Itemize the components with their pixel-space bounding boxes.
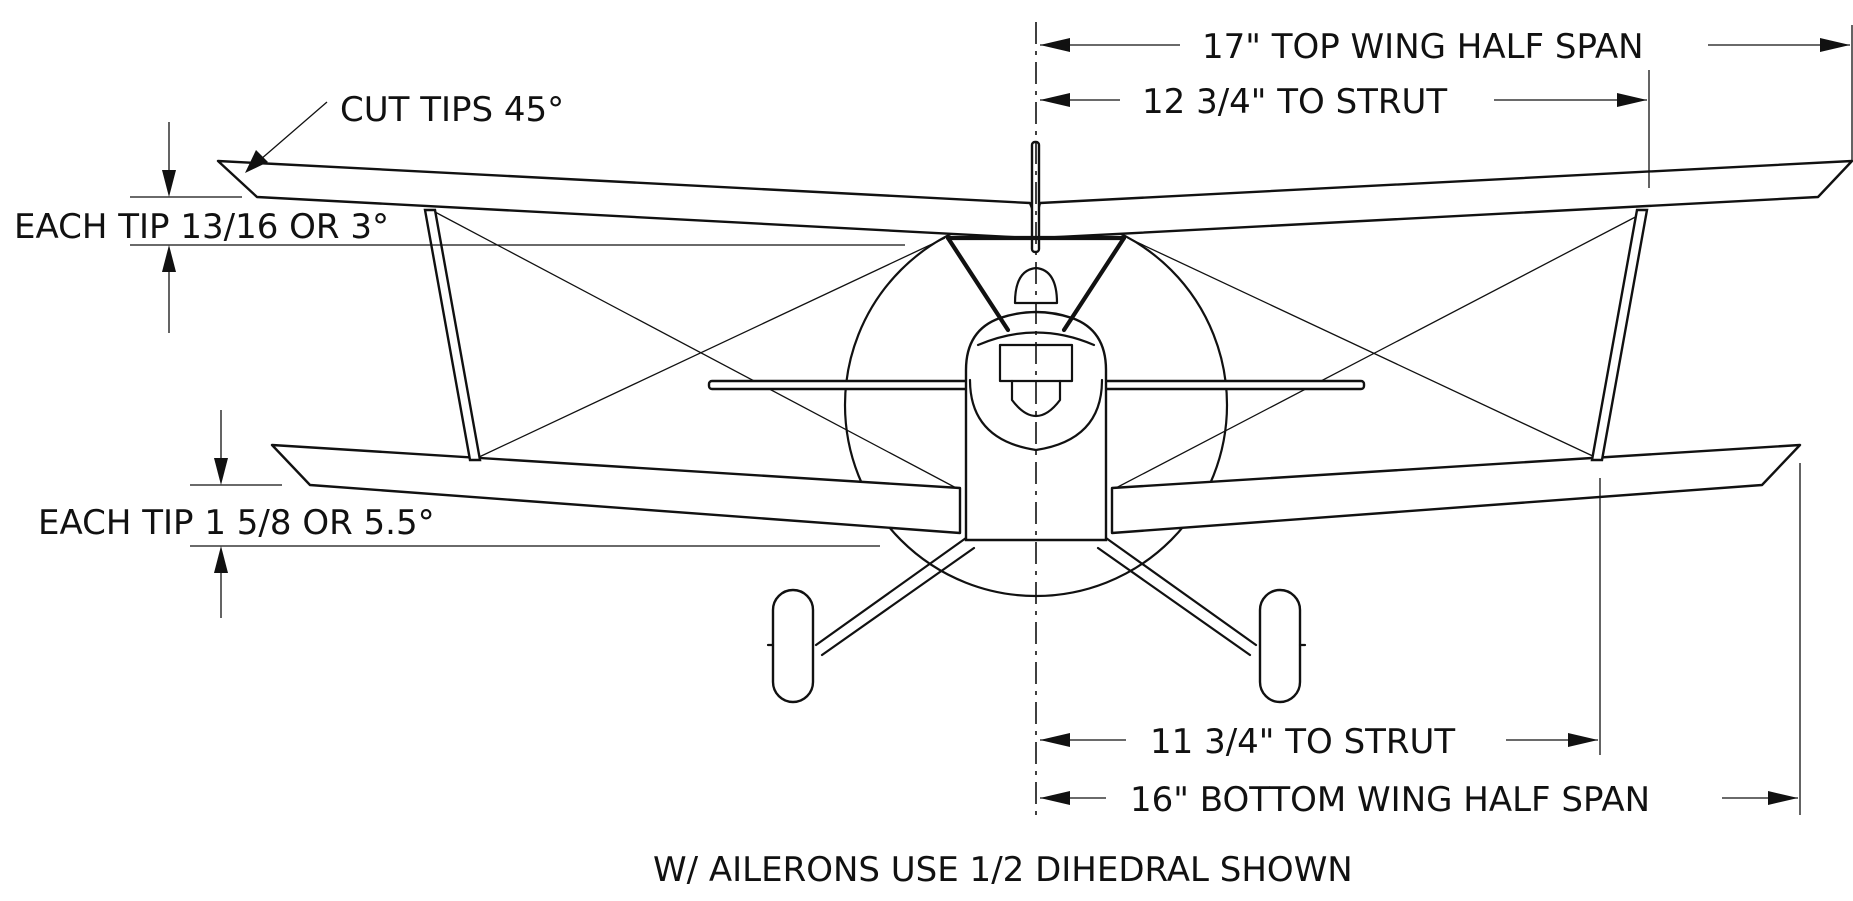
bottom-strut-label: 11 3/4" TO STRUT (1150, 722, 1455, 762)
bottom-dihedral-dimension: EACH TIP 1 5/8 OR 5.5° (38, 410, 880, 618)
right-wheel (1258, 588, 1302, 704)
top-dihedral-dimension: EACH TIP 13/16 OR 3° (14, 122, 905, 333)
left-wheel (771, 588, 815, 704)
top-half-span-label: 17" TOP WING HALF SPAN (1202, 27, 1644, 67)
bottom-strut-dimension: 11 3/4" TO STRUT (1040, 478, 1601, 762)
landing-gear (766, 536, 1307, 704)
aileron-note: W/ AILERONS USE 1/2 DIHEDRAL SHOWN (653, 850, 1353, 890)
bracing-wires (434, 211, 1646, 491)
bottom-tip-dihedral-label: EACH TIP 1 5/8 OR 5.5° (38, 503, 435, 543)
top-strut-label: 12 3/4" TO STRUT (1142, 82, 1447, 122)
bottom-half-span-label: 16" BOTTOM WING HALF SPAN (1130, 780, 1650, 820)
top-half-span-dimension: 17" TOP WING HALF SPAN (1040, 25, 1853, 160)
cut-tips-leader: CUT TIPS 45° (245, 90, 564, 173)
bottom-half-span-dimension: 16" BOTTOM WING HALF SPAN (1040, 463, 1801, 820)
top-tip-dihedral-label: EACH TIP 13/16 OR 3° (14, 207, 389, 247)
cut-tips-label: CUT TIPS 45° (340, 90, 564, 130)
interplane-struts (423, 208, 1649, 462)
lower-wing (270, 443, 1802, 535)
top-strut-dimension: 12 3/4" TO STRUT (1040, 70, 1650, 188)
